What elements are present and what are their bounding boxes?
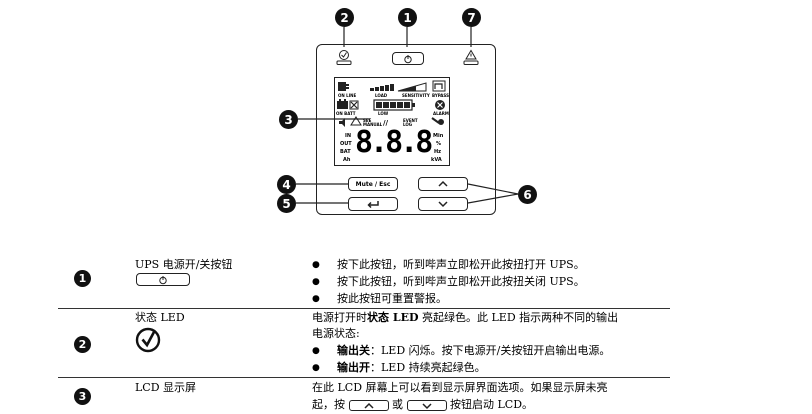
lcd-see-manual: SEE MANUAL [363, 118, 383, 127]
callout-3: 3 [279, 110, 298, 129]
row3-desc-b: 按钮启动 LCD。 [450, 398, 534, 411]
lcd-sensitivity: SENSITIVITY [402, 93, 430, 98]
callout-4: 4 [277, 175, 296, 194]
lcd-icons [337, 80, 446, 127]
row2-bullet-1: 输出关：LED 闪烁。按下电源开/关按钮开启输出电源。 [337, 343, 610, 358]
lcd-display [334, 77, 450, 166]
callout-5: 5 [277, 194, 296, 213]
row2-desc-pre: 电源打开时 [312, 311, 367, 324]
row3-desc-line1: 在此 LCD 屏幕上可以看到显示屏界面选项。如果显示屏未亮 [312, 381, 608, 394]
row1-bullet-1: 按下此按钮，听到哔声立即松开此按扭打开 UPS。 [337, 258, 585, 271]
callout-1: 1 [398, 8, 417, 27]
lcd-alarm: ALARM [433, 111, 449, 116]
enter-button[interactable] [348, 197, 398, 211]
lcd-on-batt: ON BATT [336, 111, 356, 116]
lcd-event-log: EVENT LOG [403, 118, 418, 127]
row2-desc-line2: 电源状态: [312, 327, 360, 340]
warning-led-icon [463, 49, 479, 65]
lcd-min: Min [433, 133, 444, 139]
callout-6: 6 [518, 185, 537, 204]
enter-icon [367, 201, 379, 208]
up-button[interactable] [418, 177, 468, 191]
row1-power-button-image [136, 273, 190, 286]
bullet-icon: ● [312, 277, 320, 287]
lcd-in: IN [345, 133, 352, 139]
lcd-digits: 8.8.8 [355, 125, 433, 160]
row1-name: UPS 电源开/关按钮 [135, 258, 233, 271]
status-led-icon [336, 50, 352, 65]
bullet-icon: ● [312, 260, 320, 270]
row1-bullet-3: 按此按钮可重置警报。 [337, 292, 447, 305]
row2-bullet-2: 输出开：LED 持续亮起绿色。 [337, 360, 486, 375]
chevron-up-icon [363, 402, 374, 409]
status-led-check-icon [135, 327, 161, 353]
row2-desc-line1: 电源打开时状态 LED 亮起绿色。此 LED 指示两种不同的输出 [312, 310, 618, 325]
lcd-bat: BAT [340, 149, 351, 155]
callout-2: 2 [335, 8, 354, 27]
lcd-kva: kVA [431, 157, 442, 163]
mute-esc-button[interactable]: Mute / Esc [348, 177, 398, 191]
lcd-pct: % [436, 141, 442, 147]
row3-desc-line2: 起，按 或 按钮启动 LCD。 [312, 397, 533, 412]
lcd-low: LOW [378, 111, 389, 116]
power-icon [404, 54, 412, 63]
row-divider [58, 377, 670, 378]
chevron-up-icon [438, 180, 448, 187]
row2-desc-post: 亮起绿色。此 LED 指示两种不同的输出 [418, 311, 619, 324]
row3-down-button-image [406, 399, 447, 411]
row3-desc-or: 或 [392, 398, 403, 411]
row2-bullet-1-bold: 输出关 [337, 344, 370, 357]
power-button[interactable] [392, 52, 424, 65]
row-divider [58, 308, 670, 309]
row1-number: 1 [74, 270, 91, 287]
row3-desc-a: 起，按 [312, 398, 345, 411]
lcd-hz: Hz [434, 149, 442, 155]
row3-name: LCD 显示屏 [135, 381, 197, 394]
lcd-bypass: BYPASS [432, 93, 449, 98]
row2-number: 2 [74, 336, 91, 353]
row2-bullet-1-text: ：LED 闪烁。按下电源开/关按钮开启输出电源。 [370, 344, 611, 357]
chevron-down-icon [421, 402, 432, 409]
ups-front-panel [316, 44, 496, 215]
lcd-pause: // [383, 119, 389, 127]
row2-desc-bold: 状态 LED [367, 311, 419, 324]
mute-esc-label: Mute / Esc [355, 180, 391, 188]
row2-bullet-2-text: ：LED 持续亮起绿色。 [370, 361, 486, 374]
lcd-ah: Ah [343, 157, 351, 163]
row1-bullet-2: 按下此按钮，听到哔声立即松开此按扭关闭 UPS。 [337, 275, 585, 288]
row2-name: 状态 LED [135, 311, 185, 324]
power-icon [159, 275, 167, 284]
callout-7: 7 [462, 8, 481, 27]
bullet-icon: ● [312, 363, 320, 373]
bullet-icon: ● [312, 294, 320, 304]
lcd-on-line: ON LINE [338, 93, 357, 98]
chevron-down-icon [438, 201, 448, 208]
lcd-load: LOAD [375, 93, 388, 98]
lcd-out: OUT [340, 141, 352, 147]
row3-number: 3 [74, 388, 91, 405]
bullet-icon: ● [312, 346, 320, 356]
row3-up-button-image [348, 399, 389, 411]
row2-bullet-2-bold: 输出开 [337, 361, 370, 374]
down-button[interactable] [418, 197, 468, 211]
